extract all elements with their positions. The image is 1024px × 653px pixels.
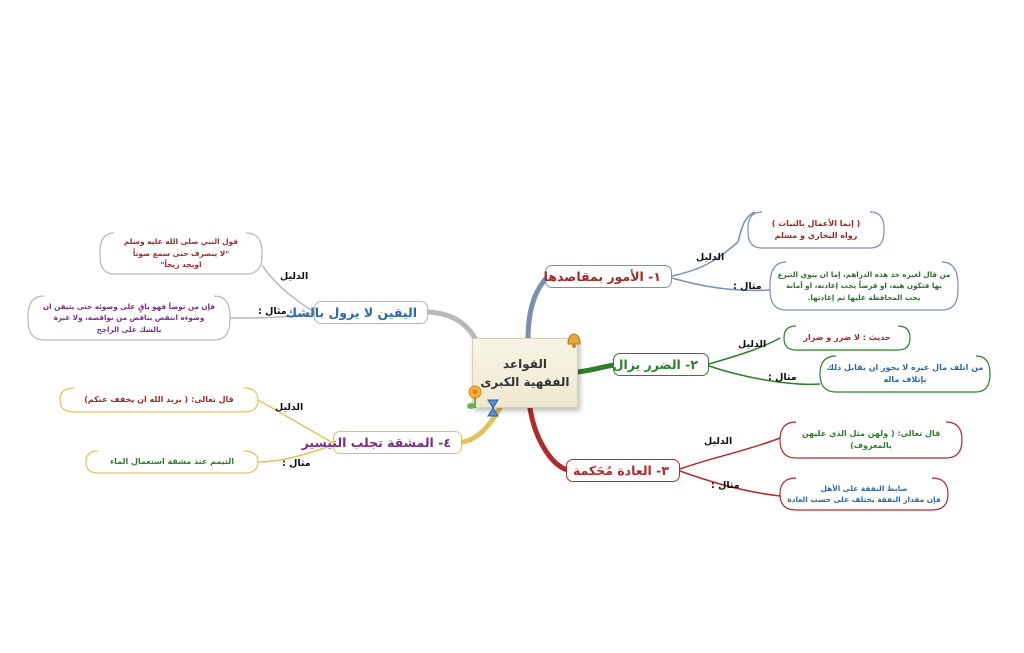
b1-evidence-line-ext — [737, 211, 756, 243]
branch-node-1[interactable]: ١- الأمور بمقاصدها — [544, 265, 672, 288]
b4-evidence-bubble — [59, 387, 259, 413]
b1-example-bubble — [769, 261, 959, 311]
b1-evidence-label: الدليل — [696, 252, 725, 263]
b3-evidence-label: الدليل — [704, 436, 733, 447]
branch-link-1 — [525, 273, 551, 343]
branch-node-5[interactable]: اليقين لا يزول بالشك — [286, 301, 428, 324]
b5-evidence-bubble — [99, 232, 263, 275]
branch-link-4 — [459, 405, 503, 445]
b1-evidence-line — [671, 241, 739, 277]
b2-evidence-label: الدليل — [738, 339, 767, 350]
b5-example-bubble — [27, 295, 231, 341]
b2-evidence-bubble — [783, 325, 911, 351]
b5-evidence-text: قول النبي صلى الله عليه وسلم "لا ينصرف ح… — [123, 237, 239, 270]
bell-icon — [567, 333, 581, 348]
b2-example-bubble — [819, 355, 991, 393]
b1-evidence-text: ( إنما الأعمال بالنيات ) رواه البخاري و … — [771, 218, 861, 240]
b5-example-label: مثال : — [258, 306, 287, 317]
b3-evidence-bubble — [779, 421, 963, 459]
b2-evidence-line — [708, 337, 781, 365]
branch-link-3 — [527, 405, 571, 473]
b3-example-text: ضابط النفقة على الأهل فإن مقدار النفقة ي… — [787, 483, 941, 504]
b3-example-line — [679, 470, 781, 497]
b2-example-text: من اتلف مال غيره لا يجوز ان يقابل ذلك بإ… — [826, 362, 984, 384]
b1-evidence-bubble — [747, 211, 885, 249]
b5-example-text: فإن من توضأ فهو باقٍ على وضوئه حتى يتيقن… — [43, 302, 215, 334]
hourglass-icon — [487, 399, 499, 417]
b1-example-line — [671, 277, 771, 292]
branch-node-4[interactable]: ٤- المشقة تجلب التيسير — [302, 431, 462, 454]
b4-example-label: مثال : — [282, 458, 311, 469]
branch-link-2 — [575, 362, 618, 375]
b4-example-line — [257, 444, 334, 463]
b1-example-label: مثال : — [733, 281, 762, 292]
b5-example-line — [229, 312, 315, 319]
branch-node-2[interactable]: ٢- الضرر يزال — [613, 353, 709, 376]
b3-example-label: مثال : — [711, 480, 740, 491]
b4-example-text: التيمم عند مشقة استعمال الماء — [110, 456, 235, 466]
b3-evidence-text: قال تعالى: ( ولهن مثل الذي عليهن بالمعرو… — [801, 428, 941, 450]
b1-example-text: من قال لغيره خذ هذه الدراهم، إما ان ينوي… — [777, 270, 951, 302]
b4-example-bubble — [85, 450, 259, 474]
b4-evidence-label: الدليل — [275, 402, 304, 413]
b2-evidence-text: حديث : لا ضرر و ضرار — [803, 332, 891, 342]
central-topic[interactable]: القواعد الفقهية الكبرى — [472, 338, 578, 408]
b5-evidence-line — [261, 264, 315, 313]
b2-example-label: مثال : — [768, 372, 797, 383]
b4-evidence-text: قال تعالى: ( يريد الله ان يخفف عنكم) — [84, 394, 234, 404]
b4-evidence-line — [257, 399, 334, 444]
b5-evidence-label: الدليل — [280, 271, 309, 282]
branch-link-5 — [425, 309, 479, 343]
flower-icon — [467, 385, 482, 409]
b3-evidence-line — [679, 437, 781, 470]
b3-example-bubble — [779, 477, 949, 511]
b2-example-line — [708, 365, 821, 386]
branch-node-3[interactable]: ٣- العادة مُحَكمة — [566, 459, 680, 482]
